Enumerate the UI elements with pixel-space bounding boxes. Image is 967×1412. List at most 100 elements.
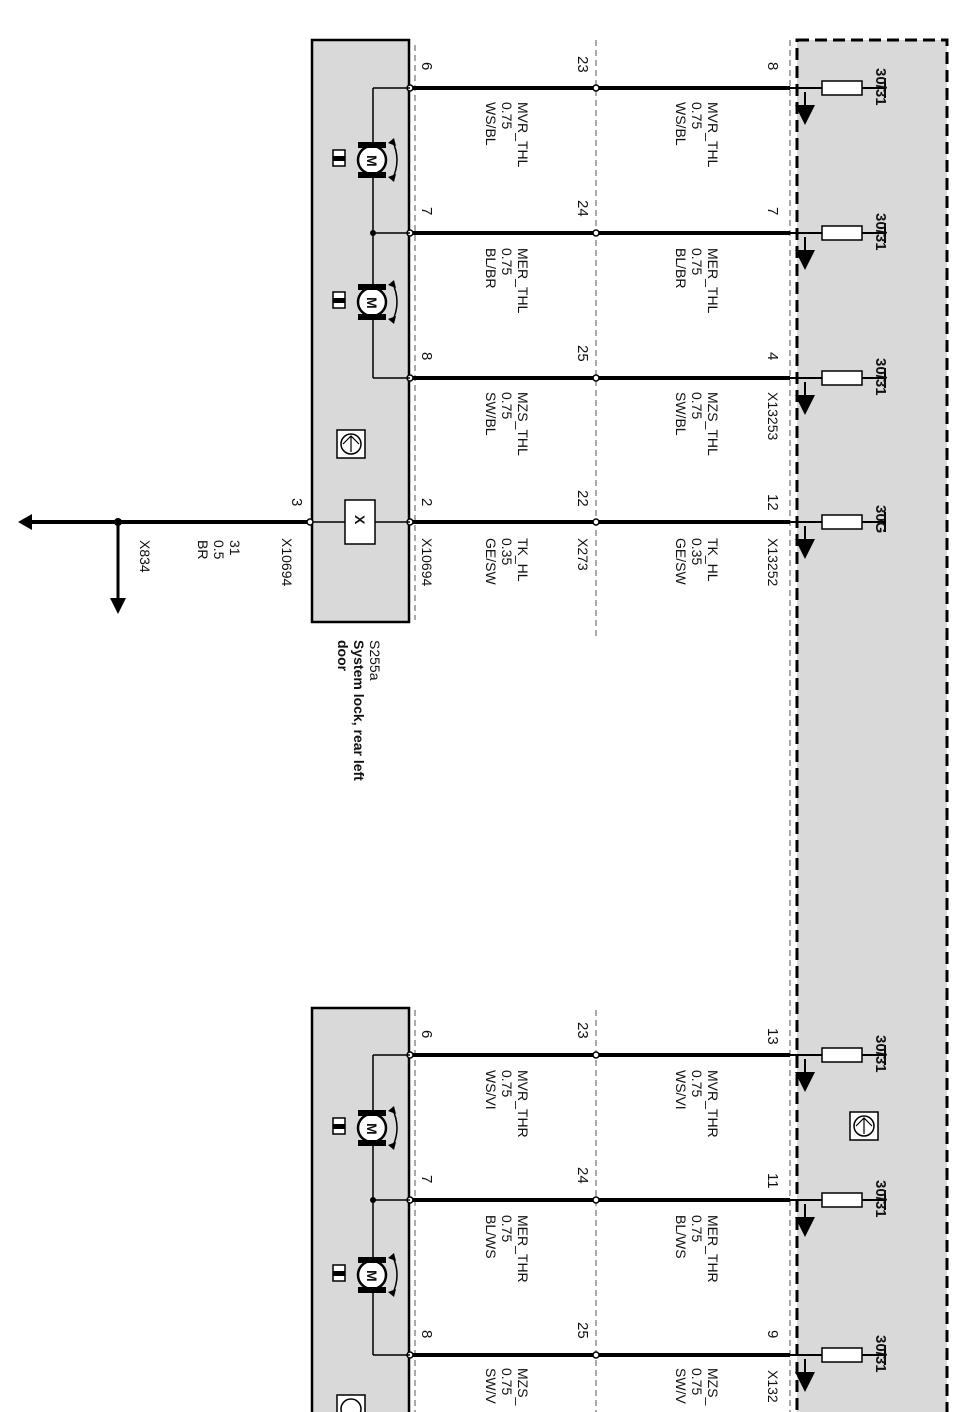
connector-x273-label: X273: [575, 538, 591, 571]
connector-x10694-outer-label: X10694: [279, 538, 295, 586]
wire-label-block: TK_HL 0.35 GE/SW: [673, 538, 721, 585]
svg-text:X: X: [352, 515, 368, 525]
driver-label: 30/31: [872, 358, 889, 396]
wire-name: MVR_THL: [515, 102, 531, 168]
lock-pin-number: 2: [418, 498, 435, 506]
driver-symbol: [790, 368, 886, 415]
pin-circle: [592, 374, 600, 382]
wire-label-block: MZS_ 0.75 SW/V: [673, 1368, 721, 1406]
wire-name: MZS_: [515, 1368, 531, 1406]
x273-pin-number: 25: [574, 345, 591, 362]
pin-circle: [592, 229, 600, 237]
pin-circle: [592, 1051, 600, 1059]
wire-label-block: MVR_THL 0.75 WS/BL: [673, 102, 721, 168]
wire-label-block: MZS_THL 0.75 SW/BL: [483, 392, 531, 456]
driver-label: 30/31: [872, 213, 889, 251]
wire-size: 0.35: [689, 538, 705, 565]
wire-label-block: MZS_ 0.75 SW/V: [483, 1368, 531, 1406]
lock-pin-number: 6: [418, 62, 435, 70]
wire-label-block: MER_THL 0.75 BL/BR: [483, 248, 531, 314]
driver-symbol: [790, 1190, 886, 1237]
wire-color: WS/VI: [483, 1070, 499, 1110]
lock-ecu-symbol-icon: [336, 429, 366, 459]
wire-name: MZS_: [705, 1368, 721, 1406]
upper-ecu-pins: 8 7 4 12: [764, 62, 781, 511]
wire-color: SW/V: [673, 1368, 689, 1404]
upper-x273-pins: 23 24 25 22: [574, 56, 591, 507]
wire-color: WS/BL: [673, 102, 689, 146]
junction-dot: [370, 230, 376, 236]
wire-color: WS/BL: [483, 102, 499, 146]
driver-symbol: [790, 223, 886, 270]
wire-color: BL/BR: [673, 248, 689, 288]
ecu-pin-number: 11: [764, 1173, 781, 1189]
motor-icon: M: [356, 280, 398, 324]
wire-color: BL/WS: [673, 1215, 689, 1259]
driver-symbol: [790, 1045, 886, 1092]
lower-driver-symbols: [790, 1045, 886, 1392]
lock-pin-number: 7: [418, 207, 435, 215]
x273-pin-number: 23: [574, 1022, 591, 1039]
driver-symbol: [790, 1345, 886, 1392]
ecu-pin-number: 12: [764, 494, 781, 511]
upper-inner-wire-labels: MVR_THL 0.75 WS/BL MER_THL 0.75 BL/BR MZ…: [483, 102, 531, 585]
driver-label: 30/31: [872, 1035, 889, 1073]
ecu-pin-number: 9: [764, 1330, 781, 1338]
wire-name: TK_HL: [705, 538, 721, 582]
motor-bracket-icon: [333, 156, 345, 161]
pin-circle: [592, 518, 600, 526]
motor-icon: M: [356, 1106, 398, 1150]
wire-name: MER_THL: [515, 248, 531, 314]
lower-ecu-pins: 13 11 9: [764, 1028, 781, 1338]
driver-symbol: [790, 78, 886, 125]
connector-x13252-label: X13252: [765, 538, 781, 586]
wire-label-block: MER_THR 0.75 BL/WS: [483, 1215, 531, 1283]
driver-symbol: [790, 512, 886, 559]
wire-size: 0.75: [499, 1368, 515, 1395]
wire-name: MER_THR: [515, 1215, 531, 1283]
x273-pin-number: 25: [574, 1322, 591, 1339]
lower-x273-pins: 23 24 25: [574, 1022, 591, 1339]
wire-color: GE/SW: [673, 538, 689, 585]
ground-wire-name: 31: [227, 540, 243, 556]
connector-x10694-inner-label: X10694: [419, 538, 435, 586]
wire-color: SW/BL: [673, 392, 689, 436]
upper-driver-labels: 30/31 30/31 30/31 30G: [872, 68, 889, 533]
motor-bracket-icon: [333, 298, 345, 303]
wire-name: MZS_THL: [705, 392, 721, 456]
wire-name: MER_THR: [705, 1215, 721, 1283]
ground-wire-size: 0.5: [211, 540, 227, 560]
connector-x132-partial-label: X132: [765, 1370, 781, 1403]
lock-pin-number: 6: [418, 1030, 435, 1038]
wire-size: 0.75: [689, 1070, 705, 1097]
wire-size: 0.75: [499, 392, 515, 419]
lower-lock-pins: 6 7 8: [418, 1030, 435, 1338]
lower-lock-module: [310, 1006, 411, 1412]
driver-label: 30/31: [872, 1335, 889, 1373]
x273-pin-number: 24: [574, 200, 591, 217]
lower-driver-labels: 30/31 30/31 30/31: [872, 1035, 889, 1373]
svg-text:M: M: [364, 1270, 380, 1282]
ecu-pin-number: 13: [764, 1028, 781, 1045]
wire-size: 0.75: [499, 1215, 515, 1242]
ground-pin-number: 3: [288, 498, 305, 506]
ground-ref-label: X834: [137, 540, 153, 573]
wire-name: TK_HL: [515, 538, 531, 582]
upper-outer-wire-labels: MVR_THL 0.75 WS/BL MER_THL 0.75 BL/BR MZ…: [673, 102, 721, 585]
upper-wires: [412, 86, 790, 524]
lock-pin-number: 8: [418, 1330, 435, 1338]
lock-ecu-symbol-icon: [336, 1394, 366, 1412]
ground-wire-color: BR: [195, 540, 211, 559]
motor-bracket-icon: [333, 1271, 345, 1276]
connector-pins: [406, 84, 600, 1359]
lower-outer-wire-labels: MVR_THR 0.75 WS/VI MER_THR 0.75 BL/WS MZ…: [673, 1070, 721, 1406]
wire-label-block: MZS_THL 0.75 SW/BL: [673, 392, 721, 456]
pin-circle: [592, 1196, 600, 1204]
wire-size: 0.75: [499, 248, 515, 275]
x273-pin-number: 24: [574, 1167, 591, 1184]
svg-text:M: M: [364, 155, 380, 167]
svg-text:M: M: [364, 1123, 380, 1135]
wire-color: BL/BR: [483, 248, 499, 288]
junction-dot: [370, 1197, 376, 1203]
